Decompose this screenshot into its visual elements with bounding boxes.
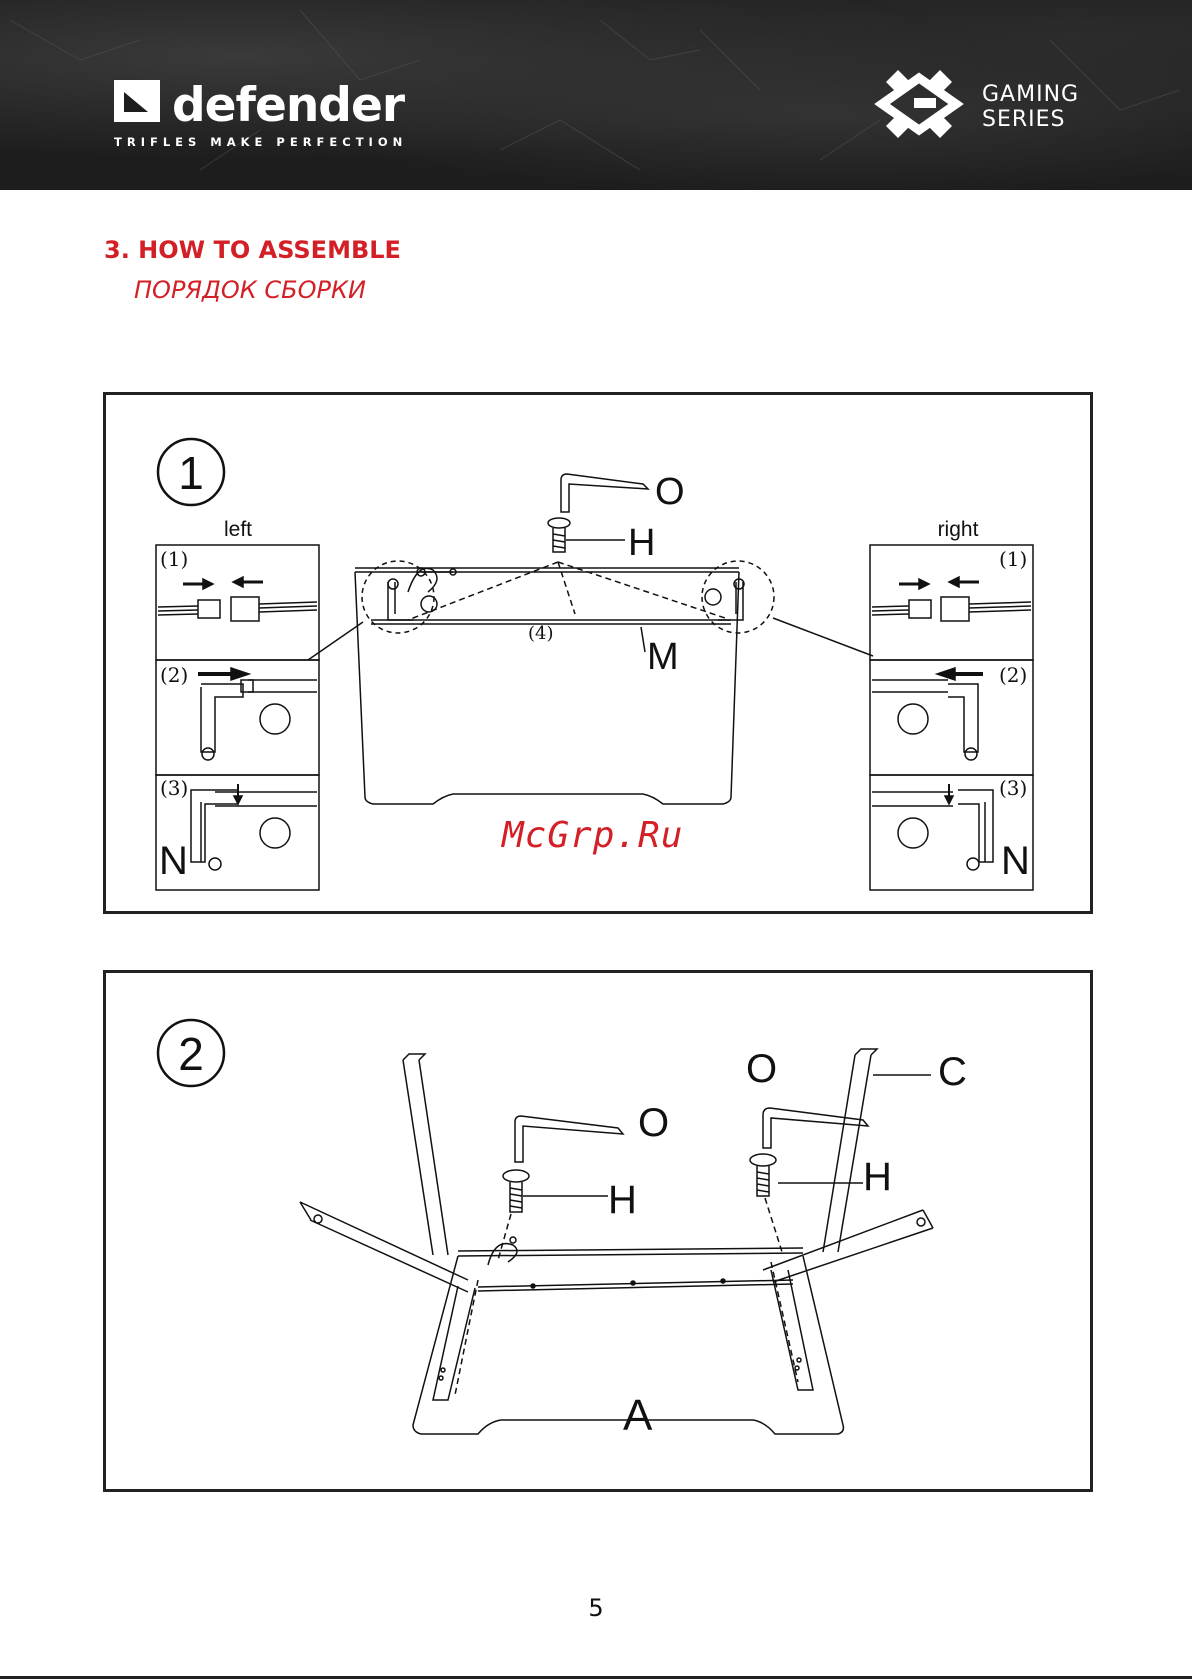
step2-part-h-left: H xyxy=(608,1178,637,1222)
step2-number: 2 xyxy=(178,1028,204,1080)
gaming-series-line2: SERIES xyxy=(982,107,1079,132)
right-part-n: N xyxy=(1001,839,1030,883)
step1-number: 1 xyxy=(178,447,204,499)
left-sub1: (1) xyxy=(160,547,188,571)
page-number: 5 xyxy=(0,1594,1192,1622)
step2-part-c: C xyxy=(938,1050,967,1094)
step2-part-a: A xyxy=(623,1391,653,1440)
section-title: 3. HOW TO ASSEMBLE xyxy=(104,236,401,264)
step1-part-h: H xyxy=(628,522,655,564)
left-label: left xyxy=(224,518,252,541)
step2-part-h-right: H xyxy=(863,1155,892,1199)
section-subtitle: ПОРЯДОК СБОРКИ xyxy=(134,276,366,304)
step2-diagram: 2 xyxy=(103,970,1093,1492)
left-sub3: (3) xyxy=(160,776,188,800)
defender-logo-icon xyxy=(114,80,160,122)
gaming-series-label: GAMING SERIES xyxy=(982,82,1079,132)
right-sub2: (2) xyxy=(999,663,1027,687)
left-sub2: (2) xyxy=(160,663,188,687)
right-label: right xyxy=(938,518,979,541)
center-sub4: (4) xyxy=(528,623,554,644)
step2-panel: 2 xyxy=(103,970,1093,1492)
gaming-series-line1: GAMING xyxy=(982,82,1079,107)
step1-part-m: M xyxy=(647,636,679,678)
right-sub3: (3) xyxy=(999,776,1027,800)
step1-part-o: O xyxy=(655,471,685,513)
right-sub1: (1) xyxy=(999,547,1027,571)
step2-part-o-right: O xyxy=(746,1047,777,1091)
brand-name: defender xyxy=(172,78,404,133)
gaming-series-logo-icon xyxy=(882,70,956,138)
page-header: defender TRIFLES MAKE PERFECTION GAMING … xyxy=(0,0,1192,190)
step2-part-o-left: O xyxy=(638,1101,669,1145)
left-part-n: N xyxy=(159,839,188,883)
brand-tagline: TRIFLES MAKE PERFECTION xyxy=(114,135,407,149)
watermark: McGrp.Ru xyxy=(502,815,683,856)
